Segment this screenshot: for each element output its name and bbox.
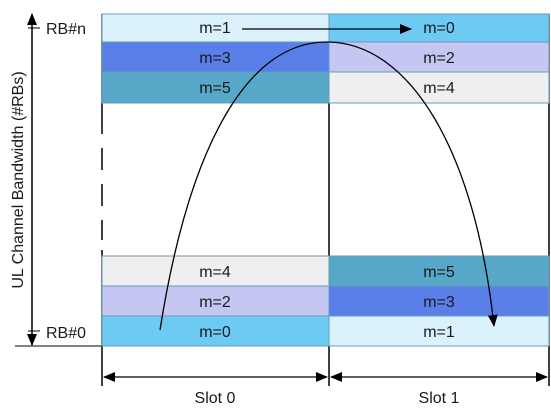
rb-cell (101, 71, 330, 104)
rb-cell-label: m=2 (199, 294, 231, 311)
rb-cell-label: m=1 (423, 324, 455, 341)
rb-cell (328, 71, 550, 104)
rb-bottom-label: RB#0 (46, 325, 86, 342)
bandwidth-axis-label: UL Channel Bandwidth (#RBs) (10, 71, 27, 288)
rb-cell-label: m=0 (199, 324, 231, 341)
rb-cell-label: m=5 (199, 80, 231, 97)
rb-cell (328, 255, 550, 287)
rb-cell-label: m=5 (423, 264, 455, 281)
rb-cell-label: m=1 (199, 20, 231, 37)
rb-cell-label: m=3 (199, 50, 231, 67)
rb-cell-label: m=2 (423, 50, 455, 67)
rb-cell-label: m=3 (423, 294, 455, 311)
top-rb-block: m=1 m=0 m=3 m=2 m=5 m=4 (101, 13, 550, 104)
hop-arrow-m0 (159, 41, 498, 331)
rb-cell (101, 255, 330, 287)
slot1-label: Slot 1 (419, 390, 460, 407)
bottom-rb-block: m=4 m=5 m=2 m=3 m=0 m=1 (101, 255, 550, 347)
rb-cell (101, 285, 330, 317)
rb-cell-label: m=4 (199, 264, 231, 281)
rb-cell-label: m=4 (423, 80, 455, 97)
rb-cell (328, 315, 550, 347)
slot0-label: Slot 0 (195, 390, 236, 407)
rb-cell-label: m=0 (423, 20, 455, 37)
rb-cell (101, 315, 330, 347)
rb-top-label: RB#n (46, 21, 86, 38)
